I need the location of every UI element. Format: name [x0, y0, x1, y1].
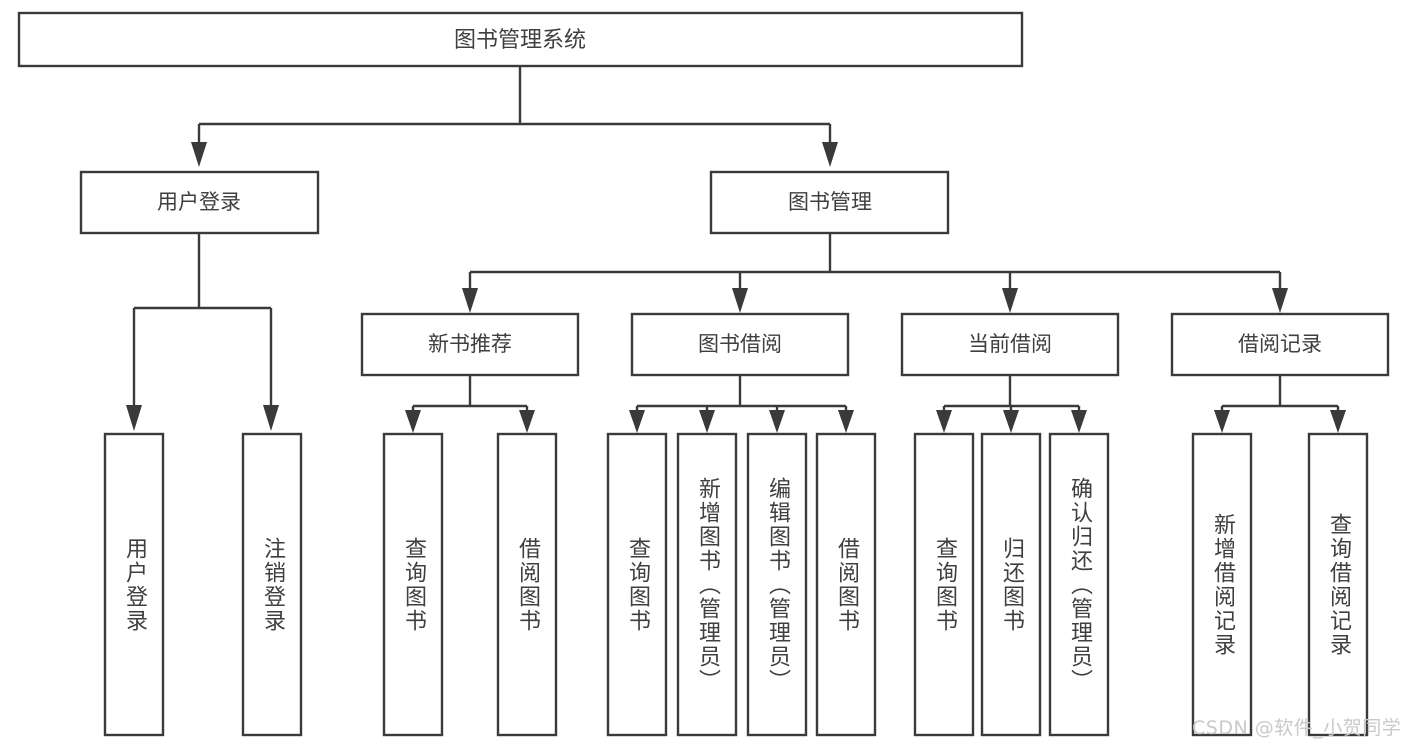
connector-group-new-book-recommend [405, 375, 535, 433]
arrow-br-leaf2-icon [1330, 410, 1346, 433]
node-box-user-login[interactable] [79, 170, 320, 235]
arrow-cb-leaf2-icon [1003, 410, 1019, 433]
connector-group-book-manage [462, 233, 1288, 313]
node-box-leaf-add-record[interactable] [1191, 432, 1253, 737]
node-box-leaf-borrow-book-1[interactable] [496, 432, 558, 737]
arrow-nbr-leaf2-icon [519, 410, 535, 433]
node-box-leaf-query-record[interactable] [1307, 432, 1369, 737]
node-label-root: 图书管理系统 [454, 28, 586, 53]
node-box-leaf-query-book-1[interactable] [382, 432, 444, 737]
node-box-leaf-query-book-2[interactable] [606, 432, 668, 737]
arrow-root-to-user-login-icon [191, 142, 207, 167]
node-box-leaf-edit-book[interactable] [746, 432, 808, 737]
connector-group-current-borrow [936, 375, 1087, 433]
arrow-bm-to-current-borrow-icon [1002, 288, 1018, 313]
node-box-leaf-logout-login[interactable] [241, 432, 303, 737]
arrow-br-leaf1-icon [1214, 410, 1230, 433]
connector-group-root [191, 66, 838, 167]
csdn-watermark: CSDN @软件_小贺同学 [1192, 717, 1402, 739]
node-box-leaf-query-book-3[interactable] [913, 432, 975, 737]
node-label-book-borrow: 图书借阅 [698, 332, 782, 356]
arrow-root-to-book-manage-icon [822, 142, 838, 167]
node-box-leaf-return-book[interactable] [980, 432, 1042, 737]
arrow-bb-leaf1-icon [629, 410, 645, 433]
arrow-bb-leaf2-icon [699, 410, 715, 433]
arrow-bm-to-book-borrow-icon [732, 288, 748, 313]
node-box-book-manage[interactable] [709, 170, 950, 235]
node-box-leaf-add-book[interactable] [676, 432, 738, 737]
arrow-cb-leaf3-icon [1071, 410, 1087, 433]
arrow-user-login-leaf1-icon [126, 405, 142, 431]
arrow-cb-leaf1-icon [936, 410, 952, 433]
connector-group-borrow-record [1214, 375, 1346, 433]
node-label-user-login: 用户登录 [157, 190, 241, 214]
node-box-borrow-record[interactable] [1170, 312, 1390, 377]
node-box-leaf-borrow-book-2[interactable] [815, 432, 877, 737]
node-box-leaf-user-login[interactable] [103, 432, 165, 737]
node-box-root[interactable] [17, 11, 1024, 68]
node-label-book-manage: 图书管理 [788, 190, 872, 214]
arrow-bm-to-new-book-icon [462, 288, 478, 313]
arrow-bb-leaf4-icon [838, 410, 854, 433]
arrow-bm-to-borrow-record-icon [1272, 288, 1288, 313]
arrow-nbr-leaf1-icon [405, 410, 421, 433]
arrow-user-login-leaf2-icon [263, 405, 279, 431]
node-box-current-borrow[interactable] [900, 312, 1120, 377]
node-box-book-borrow[interactable] [630, 312, 850, 377]
node-box-new-book-recommend[interactable] [360, 312, 580, 377]
node-label-current-borrow: 当前借阅 [968, 332, 1052, 356]
arrow-bb-leaf3-icon [769, 410, 785, 433]
connector-group-book-borrow [629, 375, 854, 433]
connector-group-user-login [126, 233, 279, 431]
node-label-borrow-record: 借阅记录 [1238, 332, 1322, 356]
node-box-leaf-confirm-return[interactable] [1048, 432, 1110, 737]
node-label-new-book-recommend: 新书推荐 [428, 332, 512, 356]
